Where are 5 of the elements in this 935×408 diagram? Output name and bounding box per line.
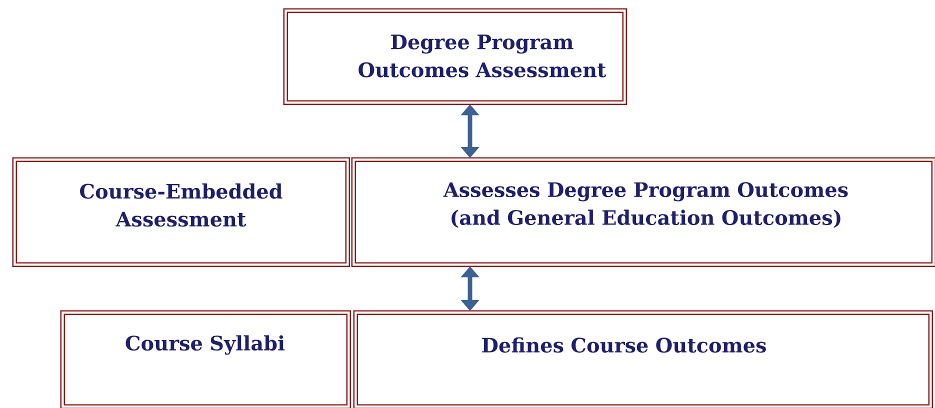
process-box: Defines Course Outcomes bbox=[353, 310, 934, 408]
process-box: Assesses Degree Program Outcomes (and General Education Outcomes) bbox=[351, 157, 935, 268]
process-box: Course Syllabi bbox=[60, 310, 352, 408]
process-box: Course-Embedded Assessment bbox=[12, 157, 350, 268]
process-box: Degree Program Outcomes Assessment bbox=[283, 8, 628, 106]
